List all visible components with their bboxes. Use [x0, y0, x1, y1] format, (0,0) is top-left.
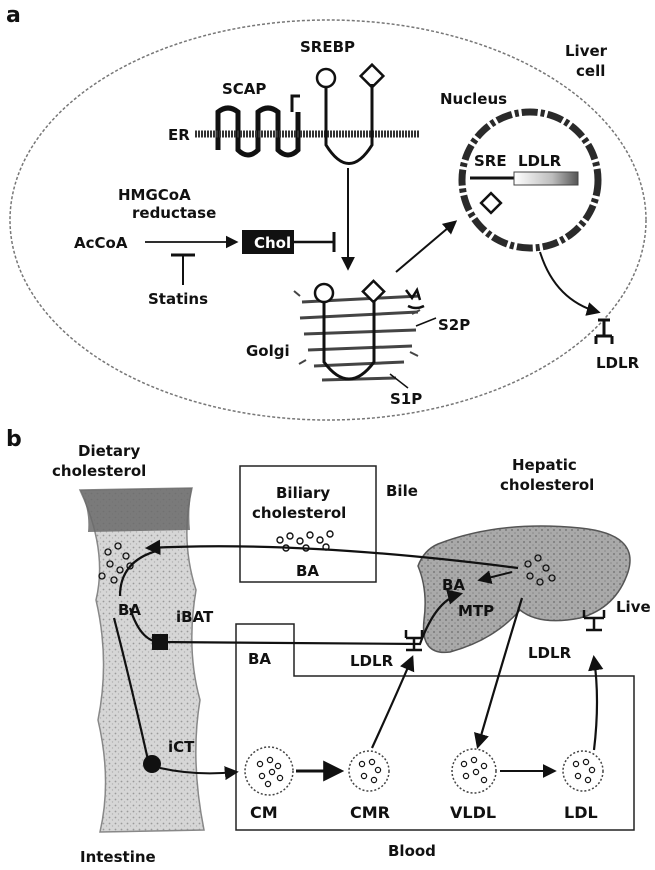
lipoprotein-cmr — [349, 751, 389, 791]
scap-label: SCAP — [222, 80, 266, 98]
mtp-label: MTP — [458, 602, 494, 620]
s1p-label: S1P — [390, 390, 422, 408]
statins-label: Statins — [148, 290, 208, 308]
ict-transporter — [143, 755, 161, 773]
lipoprotein-cm — [245, 747, 293, 795]
blood-label: Blood — [388, 842, 436, 860]
s2p-label: S2P — [438, 316, 470, 334]
ict-label: iCT — [168, 738, 195, 756]
panel-a-label: a — [6, 3, 21, 28]
bile-label: Bile — [386, 482, 418, 500]
hmgcoa-label-1: HMGCoA — [118, 186, 191, 204]
ldlr-left-receptor-icon — [406, 630, 422, 650]
chol-label: Chol — [254, 234, 291, 252]
ldlr-left-label: LDLR — [350, 652, 394, 670]
srebp-label: SREBP — [300, 38, 355, 56]
ibat-label: iBAT — [176, 608, 214, 626]
srebp-n-terminal — [317, 69, 335, 87]
er-label: ER — [168, 126, 190, 144]
golgi-label: Golgi — [246, 342, 290, 360]
dietary-label-1: Dietary — [78, 442, 140, 460]
hmgcoa-label-2: reductase — [132, 204, 216, 222]
panel-b-label: b — [6, 427, 22, 452]
intestine-top-shading — [80, 488, 192, 532]
cmr-label: CMR — [350, 803, 390, 822]
hepatic-label-1: Hepatic — [512, 456, 577, 474]
ba-bile-label: BA — [296, 562, 319, 580]
liver-cell-label-2: cell — [576, 62, 605, 80]
vldl-label: VLDL — [450, 803, 496, 822]
golgi-srebp-n-terminal — [315, 284, 333, 302]
ldlr-gene-label: LDLR — [518, 152, 562, 170]
lipoprotein-ldl — [563, 751, 603, 791]
sre-label: SRE — [474, 152, 507, 170]
intestine — [80, 488, 204, 832]
intestine-label: Intestine — [80, 848, 156, 866]
ldlr-gene — [514, 172, 578, 185]
liver-cell-label-1: Liver — [565, 42, 608, 60]
ba-liver-label: BA — [442, 576, 465, 594]
dietary-label-2: cholesterol — [52, 462, 146, 480]
biliary-label-2: cholesterol — [252, 504, 346, 522]
liver-label: Live — [616, 598, 651, 616]
cm-label: CM — [250, 803, 278, 822]
biliary-label-1: Biliary — [276, 484, 330, 502]
nucleus-label: Nucleus — [440, 90, 507, 108]
hepatic-label-2: cholesterol — [500, 476, 594, 494]
lipoprotein-vldl — [452, 749, 496, 793]
blood-compartment — [236, 624, 634, 830]
ldl-label: LDL — [564, 803, 598, 822]
ldlr-right-label: LDLR — [528, 644, 572, 662]
ldlr-receptor-label: LDLR — [596, 354, 640, 372]
accoa-label: AcCoA — [74, 234, 128, 252]
ba-blood-label: BA — [248, 650, 271, 668]
ibat-transporter — [152, 634, 168, 650]
